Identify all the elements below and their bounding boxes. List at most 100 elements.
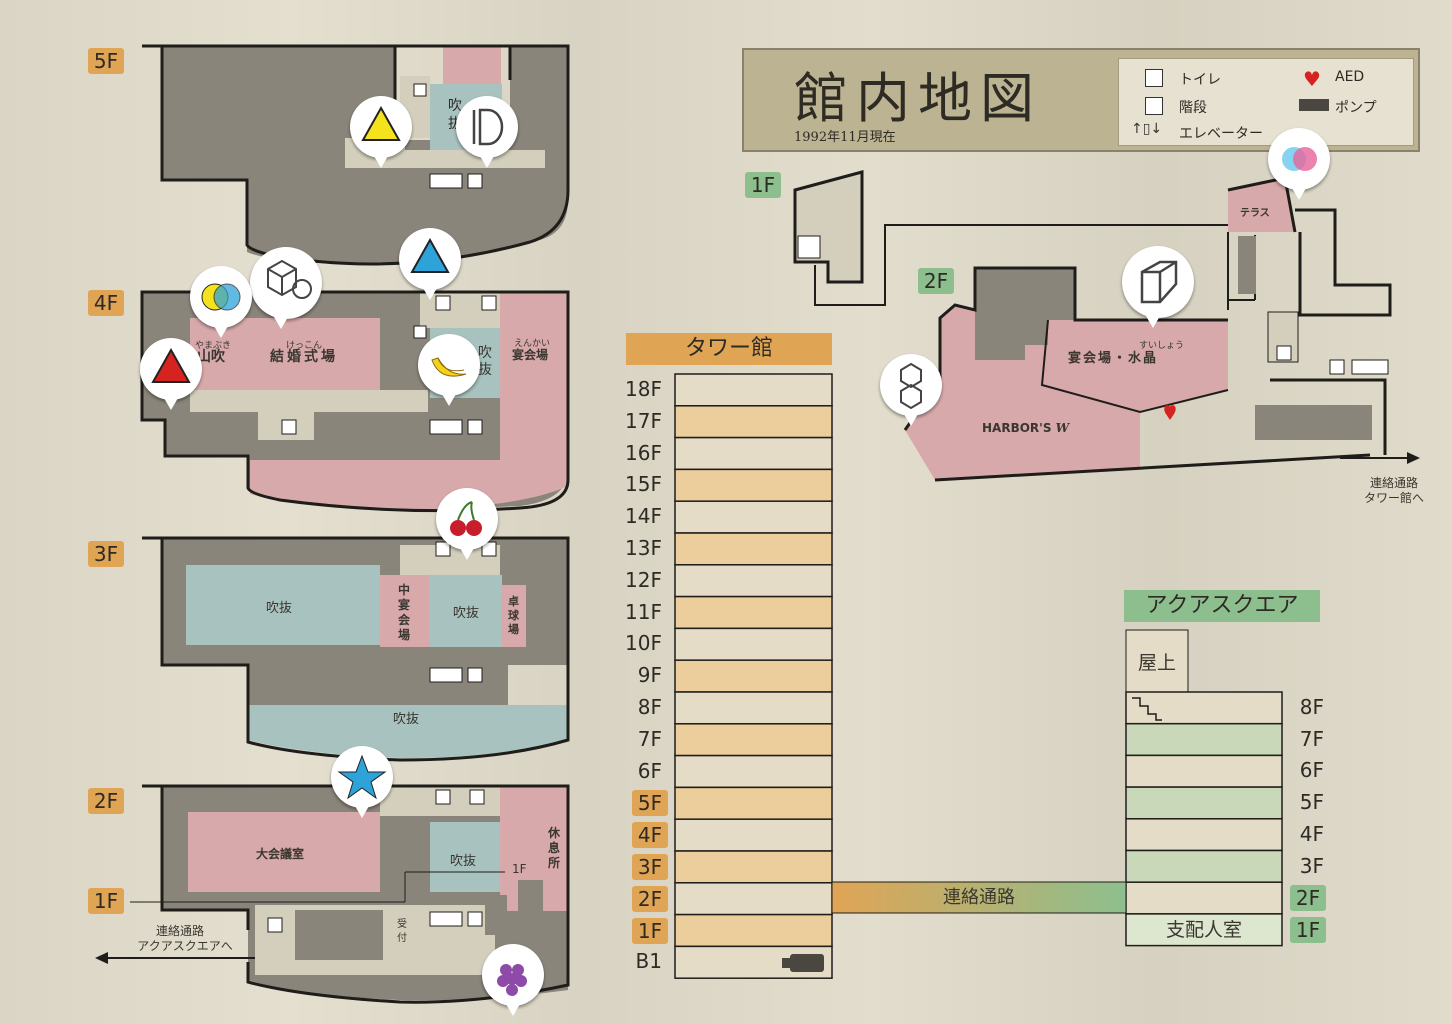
- tower-floor-label: 10F: [625, 631, 662, 656]
- tower-floor-label: 5F: [632, 790, 668, 817]
- aqua-floor-label: 4F: [1299, 821, 1324, 846]
- pink-blue-circles-pin-icon[interactable]: [1268, 128, 1330, 200]
- heart-icon: ♥: [1303, 67, 1321, 91]
- tower-floor-label: B1: [635, 949, 662, 974]
- tower-floor-6f[interactable]: [674, 754, 833, 789]
- blue-triangle-pin-icon[interactable]: [399, 228, 461, 300]
- floor-label-4f: 4F: [88, 290, 124, 316]
- aqua-floor-8f[interactable]: [1125, 691, 1283, 725]
- aqua-floor-5f[interactable]: [1125, 786, 1283, 820]
- tower-floor-18f[interactable]: [674, 373, 833, 407]
- tower-floor-label: 18F: [625, 377, 662, 401]
- aqua-floor-label: 1F: [1290, 916, 1326, 943]
- aqua-floor-6f[interactable]: [1125, 754, 1283, 788]
- room-wedding: 結婚式場: [270, 349, 338, 365]
- tower-floor-label: 17F: [625, 408, 662, 433]
- passage-right-2: タワー館へ: [1363, 491, 1424, 505]
- tower-floor-11f[interactable]: [674, 595, 833, 630]
- blue-star-pin-icon[interactable]: [331, 746, 393, 818]
- floor-label-2f: 2F: [88, 788, 124, 814]
- tower-floor-2f[interactable]: [674, 882, 833, 916]
- room-big-hall: 大会議室: [256, 847, 305, 861]
- tower-floor-4f[interactable]: [674, 818, 833, 852]
- tower-floor-9f[interactable]: [674, 659, 833, 693]
- tower-floor-label: 3F: [632, 854, 668, 880]
- legend-pump: ポンプ: [1335, 100, 1377, 116]
- room-atrium-3f-b: 吹抜: [453, 606, 480, 621]
- tower-floor-label: 7F: [637, 726, 662, 751]
- passage-left-1: 連絡通路: [155, 924, 204, 938]
- legend-aed: AED: [1335, 69, 1365, 85]
- tower-floor-10f[interactable]: [674, 627, 833, 661]
- aqua-roof-box[interactable]: [1125, 629, 1189, 693]
- aqua-chart: [1125, 629, 1283, 947]
- aqua-floor-label: 5F: [1299, 790, 1324, 815]
- elevator-icon: ↑▯↓: [1131, 121, 1163, 137]
- tower-floor-16f[interactable]: [674, 436, 833, 471]
- yellow-triangle-pin-icon[interactable]: [350, 96, 412, 168]
- legend-elevator: エレベーター: [1179, 126, 1263, 142]
- harbor-plan: [793, 170, 1420, 482]
- room-banquet: 宴会場: [512, 348, 549, 362]
- aqua-roof: 屋上: [1137, 652, 1176, 674]
- aqua-floor-label: 2F: [1290, 885, 1326, 912]
- floor-2f-plan: [95, 784, 570, 1004]
- door-shape-pin-icon[interactable]: [456, 96, 518, 168]
- tower-floor-label: 9F: [637, 663, 662, 688]
- hexagons-pin-icon[interactable]: [880, 354, 942, 426]
- aqua-floor-label: 8F: [1299, 695, 1324, 719]
- aqua-floor-label: 3F: [1299, 853, 1324, 878]
- red-triangle-pin-icon[interactable]: [140, 338, 202, 410]
- aqua-floor-7f[interactable]: [1125, 722, 1283, 757]
- aqua-floor-label: 6F: [1299, 758, 1324, 783]
- passage-right-1: 連絡通路: [1369, 476, 1418, 490]
- tower-floor-5f[interactable]: [674, 786, 833, 820]
- stairs-icon: [1145, 97, 1163, 115]
- tower-floor-7f[interactable]: [674, 723, 833, 757]
- tower-floor-15f[interactable]: [674, 468, 833, 502]
- wedding-ruby: けっこん: [286, 341, 323, 351]
- tower-floor-label: 2F: [632, 885, 668, 912]
- aqua-floor-4f[interactable]: [1125, 818, 1283, 852]
- tower-floor-8f[interactable]: [674, 691, 833, 725]
- tower-floor-label: 16F: [625, 440, 662, 465]
- tower-floor-label: 13F: [625, 536, 662, 560]
- cherry-pin-icon[interactable]: [436, 488, 498, 560]
- title-panel: 館内地図 1992年11月現在 トイレ 階段 ↑▯↓ エレベーター ♥ AED …: [742, 48, 1420, 152]
- cube-pin-icon[interactable]: [1122, 246, 1194, 328]
- bridge-label: 連絡通路: [943, 887, 1015, 908]
- aqua-floor-2f[interactable]: [1125, 881, 1283, 915]
- aqua-floor-1f[interactable]: [1125, 913, 1283, 947]
- pump-icon: [782, 954, 824, 972]
- roof-stairs-icon: [1132, 697, 1162, 721]
- pump-legend-icon: [1299, 99, 1329, 111]
- circles-yellow-blue-pin-icon[interactable]: [190, 266, 252, 338]
- cube-sphere-pin-icon[interactable]: [250, 247, 322, 329]
- room-atrium-3f-a: 吹抜: [266, 601, 293, 616]
- room-atrium-3f-c: 吹抜: [393, 712, 420, 727]
- room-table-tennis: 卓球場: [508, 595, 519, 636]
- tower-floor-label: 15F: [625, 472, 662, 497]
- tower-floor-1f[interactable]: [674, 913, 833, 948]
- banana-pin-icon[interactable]: [418, 334, 480, 406]
- tower-title: タワー館: [626, 333, 832, 365]
- grape-pin-icon[interactable]: [482, 944, 544, 1016]
- room-terrace: テラス: [1240, 208, 1270, 219]
- tower-floor-14f[interactable]: [674, 500, 833, 534]
- tower-floor-label: 1F: [632, 917, 668, 944]
- tower-floor-label: 4F: [632, 822, 668, 849]
- tower-floor-12f[interactable]: [674, 564, 833, 598]
- tower-floor-label: 14F: [625, 504, 662, 529]
- tower-floor-13f[interactable]: [674, 532, 833, 566]
- aqua-floor-3f[interactable]: [1125, 849, 1283, 883]
- tower-floor-17f[interactable]: [674, 405, 833, 439]
- room-reception: 受付: [397, 919, 407, 944]
- toilet-icon: [1145, 69, 1163, 87]
- floor-label-1f-right: 1F: [745, 172, 781, 198]
- tower-floor-3f[interactable]: [674, 850, 833, 884]
- map-date: 1992年11月現在: [794, 130, 896, 145]
- aed-heart-icon: [1164, 405, 1176, 420]
- floor-label-3f: 3F: [88, 541, 124, 567]
- room-rest: 休息所: [548, 826, 561, 870]
